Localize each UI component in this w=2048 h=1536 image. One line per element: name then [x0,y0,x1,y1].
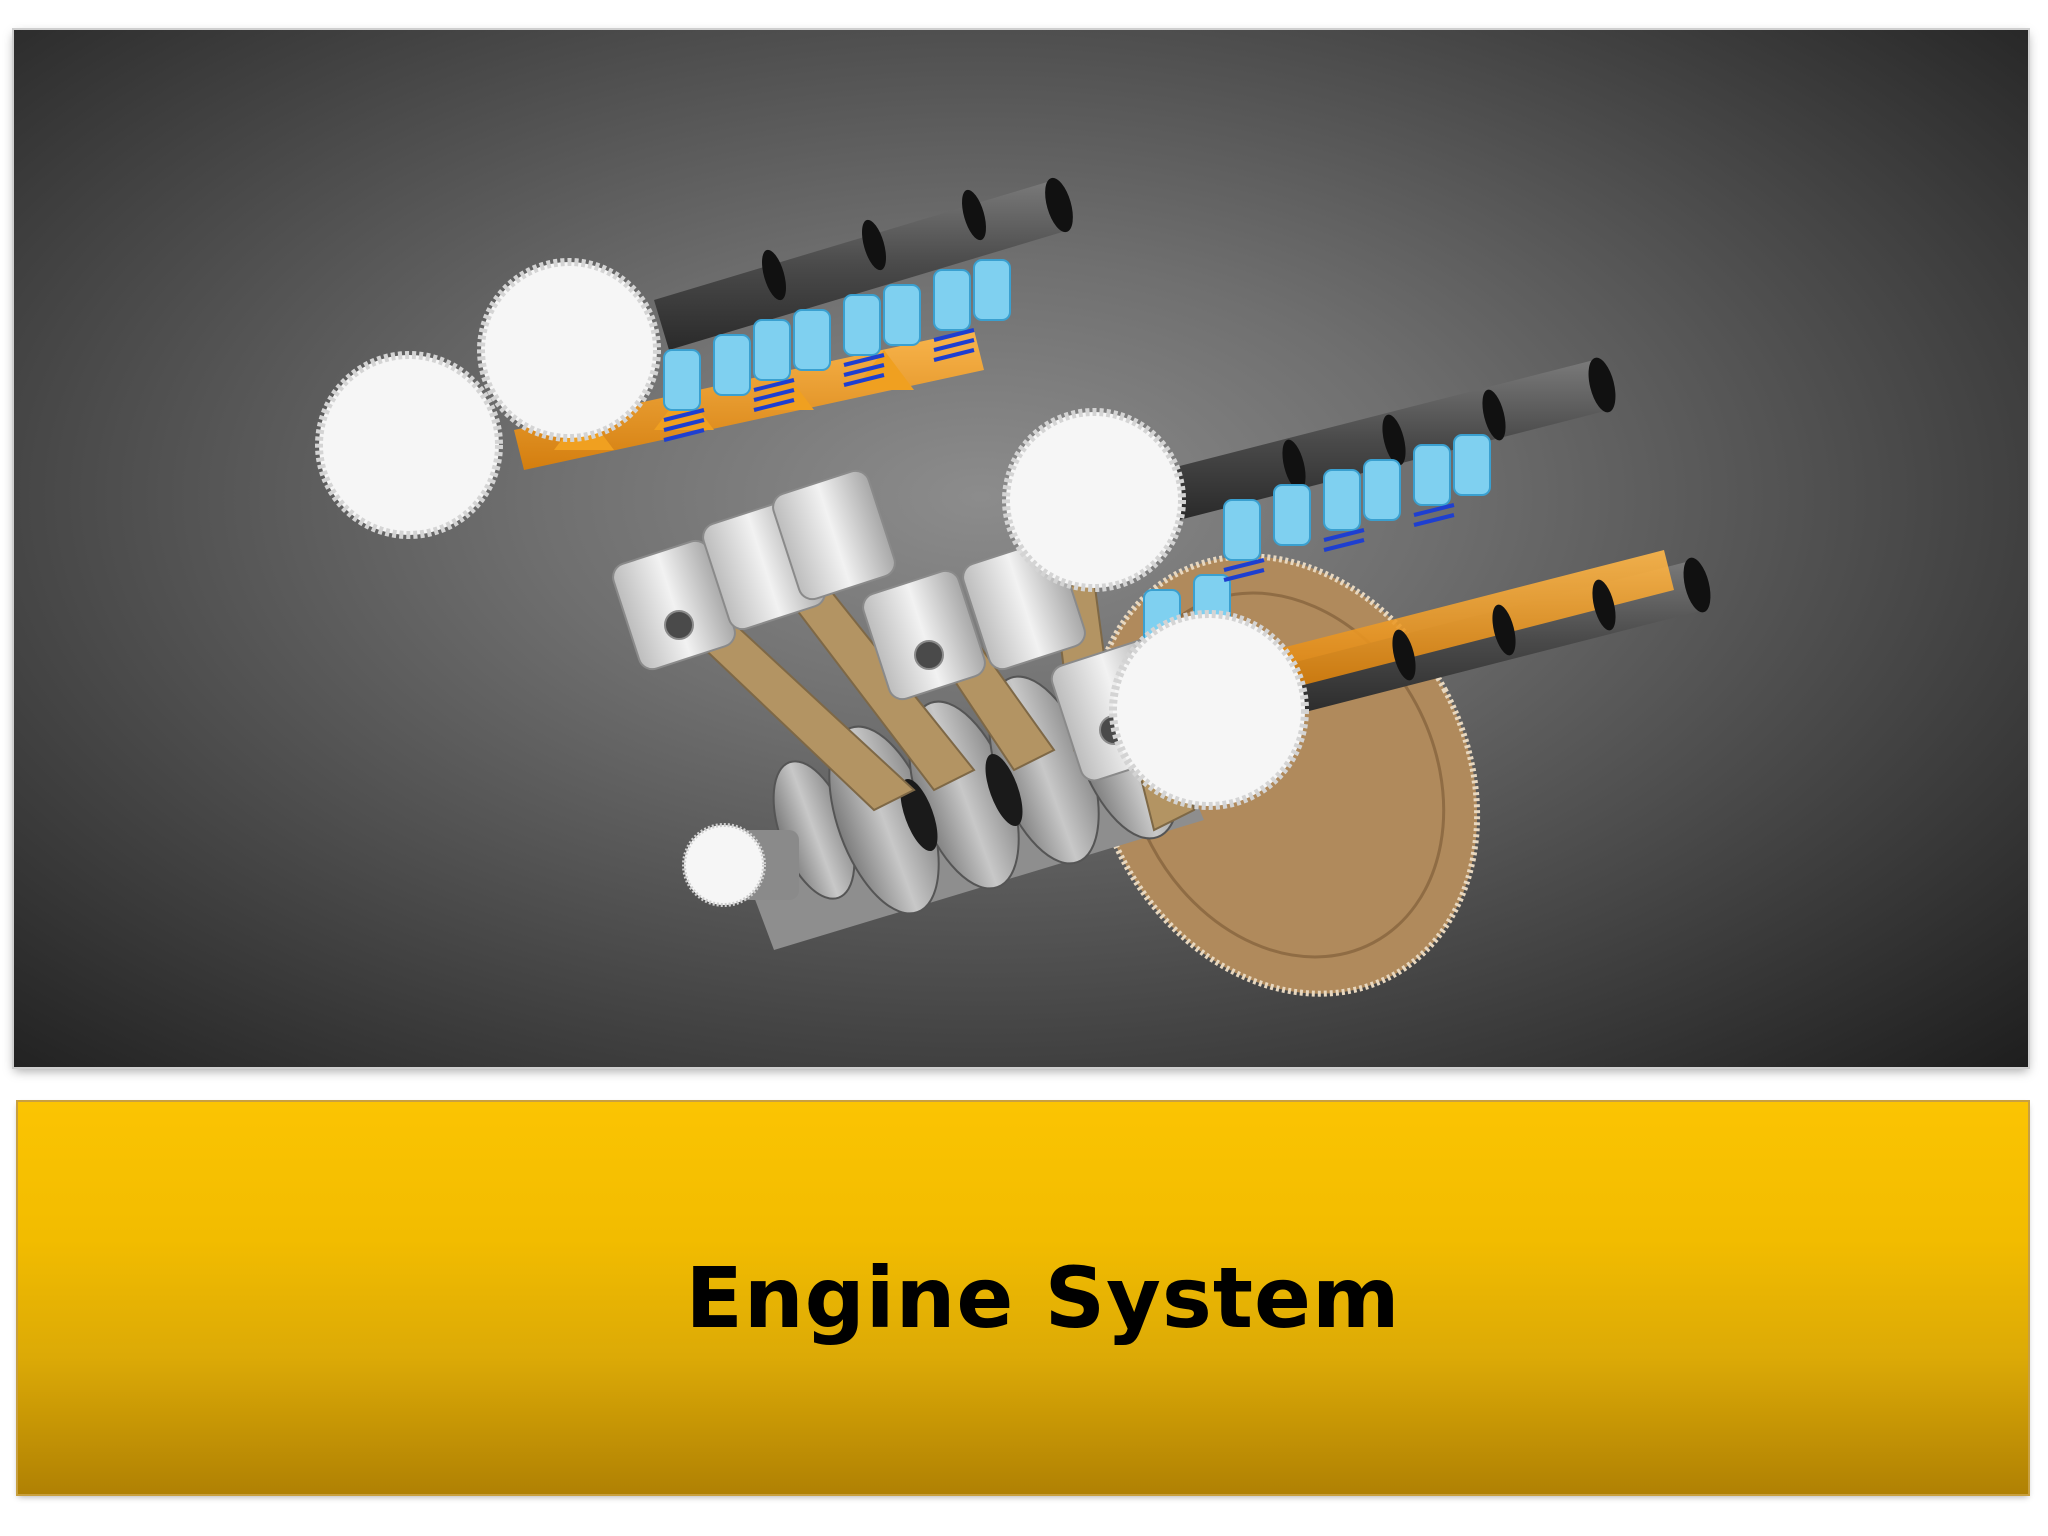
crankshaft-nose [682,823,799,907]
slide-title: Engine System [685,1249,1401,1347]
left-valve-springs [663,259,1011,442]
title-banner: Engine System [18,1102,2028,1494]
left-camshaft [654,177,1073,350]
right-exhaust-pulley [1109,610,1309,810]
engine-illustration [315,177,1711,997]
right-camshaft [1164,357,1616,520]
left-exhaust-pulley [315,351,503,539]
engine-illustration-panel [14,30,2028,1067]
right-lower-camshaft [1264,550,1711,720]
cam-pulleys [315,258,1309,810]
right-intake-pulley [1002,408,1186,592]
left-intake-pulley [477,258,661,442]
